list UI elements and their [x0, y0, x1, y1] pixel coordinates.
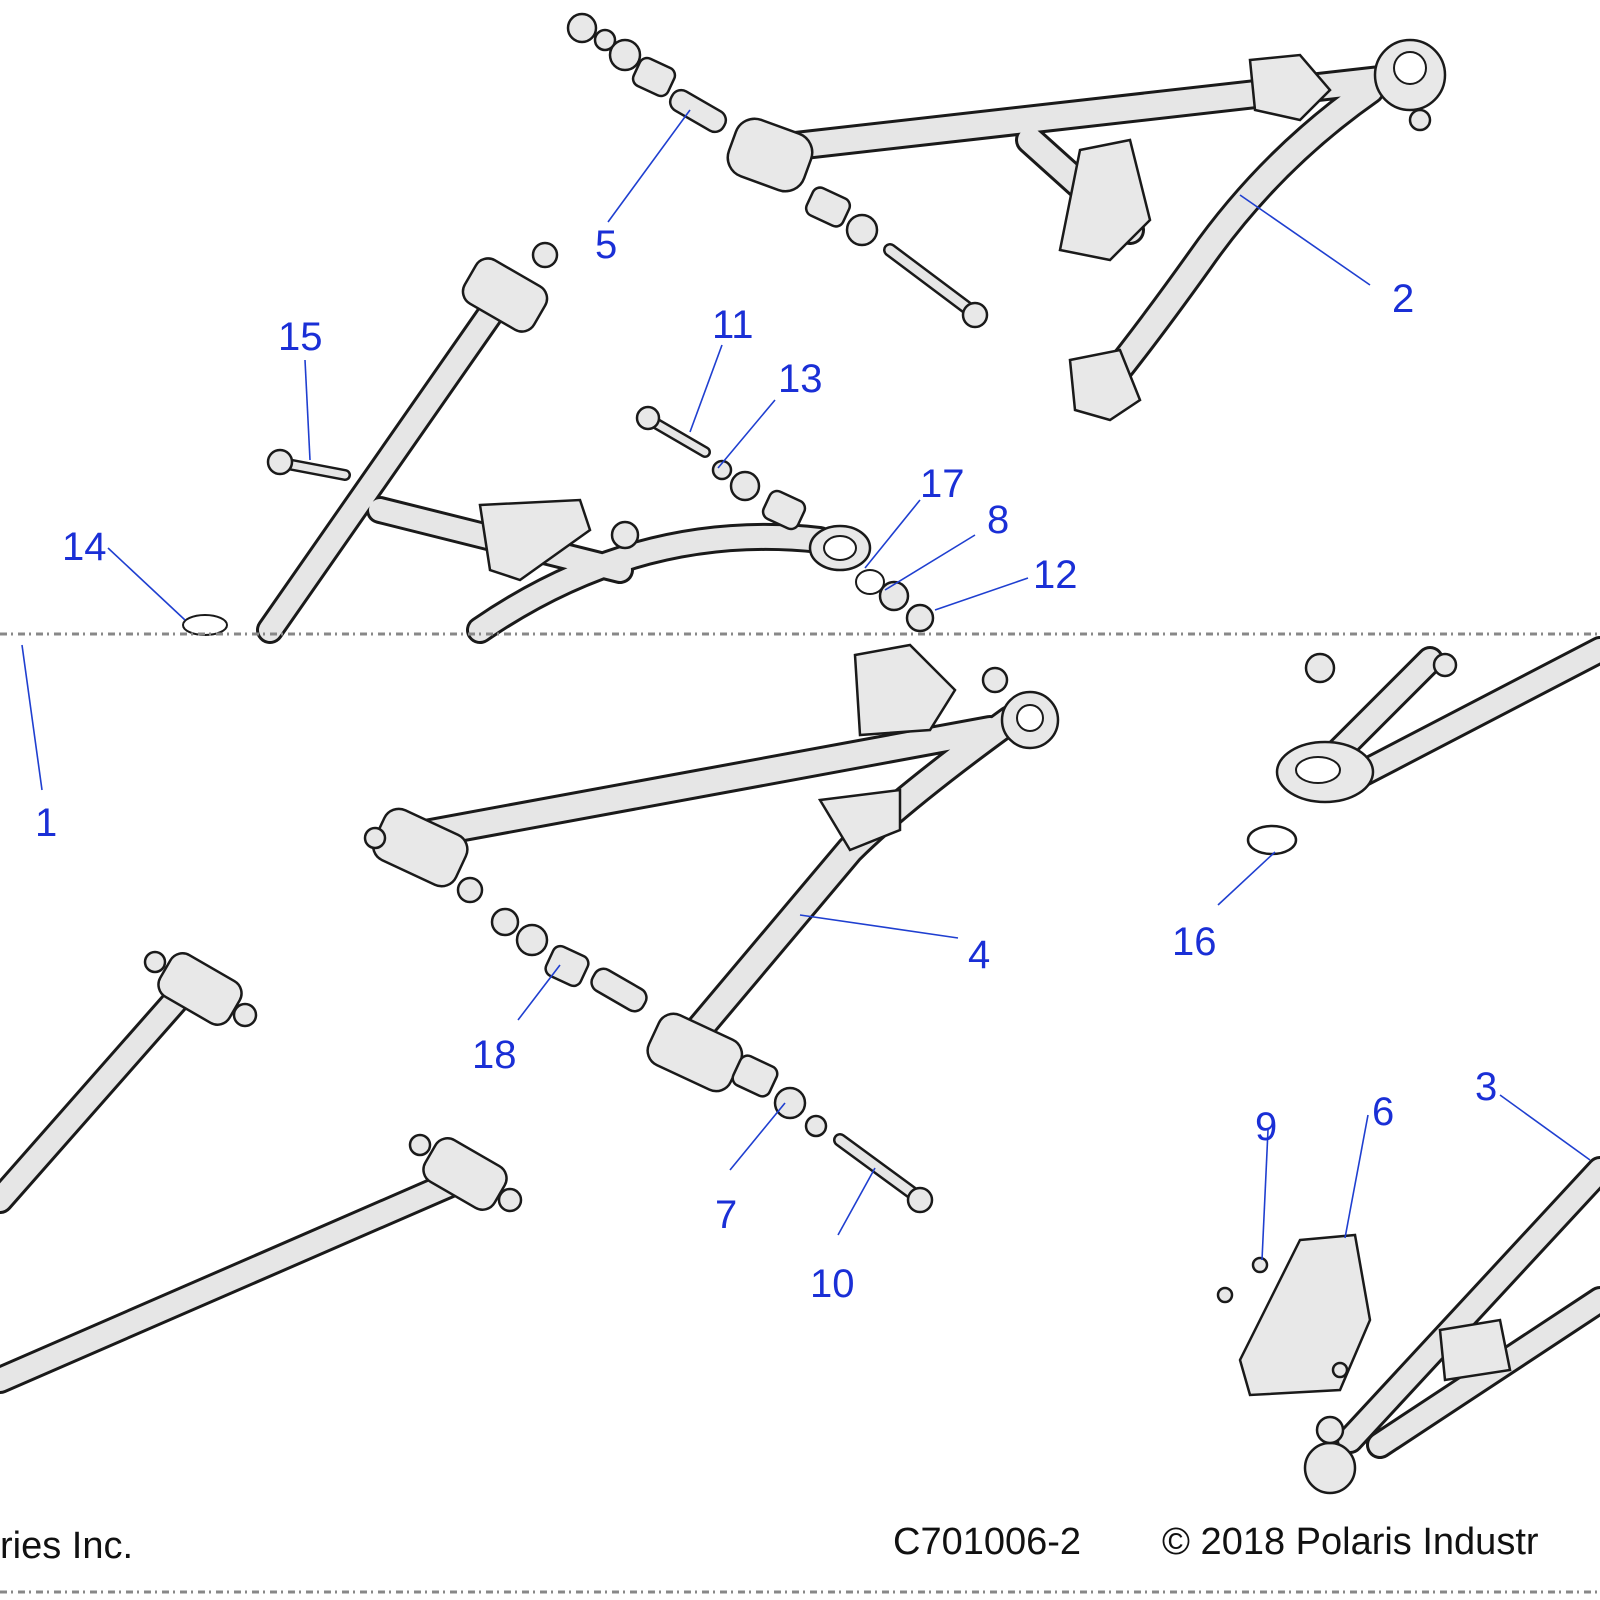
lower-a-arm: [363, 643, 1060, 1093]
callout-9: 9: [1255, 1105, 1277, 1149]
lower-hardware-stack: [490, 907, 934, 1214]
leader-lines: [21, 109, 1591, 1261]
callout-7: 7: [715, 1193, 737, 1237]
callout-15: 15: [278, 315, 323, 359]
callout-12: 12: [1033, 553, 1078, 597]
footer-copyright: © 2018 Polaris Industr: [1162, 1521, 1539, 1563]
lower-left-arms: [0, 950, 523, 1394]
callout-1: 1: [35, 801, 57, 845]
callout-6: 6: [1372, 1090, 1394, 1134]
callout-8: 8: [987, 498, 1009, 542]
middle-left-a-arm: [256, 241, 872, 644]
callout-3: 3: [1475, 1065, 1497, 1109]
upper-hardware-stack: [566, 12, 989, 329]
right-arm-end: [1246, 636, 1600, 856]
callout-10: 10: [810, 1262, 855, 1306]
footer: ries Inc. C701006-2 © 2018 Polaris Indus…: [0, 1521, 1600, 1594]
callout-14: 14: [62, 525, 107, 569]
upper-a-arm-top: [726, 38, 1447, 422]
callout-13: 13: [778, 357, 823, 401]
callout-5: 5: [595, 223, 617, 267]
callout-labels: 1 2 3 4 5 6 7 8 9 10 11 12 13 14 15 16 1…: [35, 223, 1497, 1306]
callout-16: 16: [1172, 920, 1217, 964]
callout-2: 2: [1392, 277, 1414, 321]
callout-11: 11: [712, 303, 754, 347]
footer-company-fragment: ries Inc.: [0, 1525, 133, 1567]
middle-hardware: [182, 405, 935, 636]
callout-18: 18: [472, 1033, 517, 1077]
callout-4: 4: [968, 933, 990, 977]
callout-17: 17: [920, 462, 965, 506]
footer-part-number: C701006-2: [893, 1521, 1081, 1563]
bottom-right-a-arm: [1216, 1156, 1600, 1495]
